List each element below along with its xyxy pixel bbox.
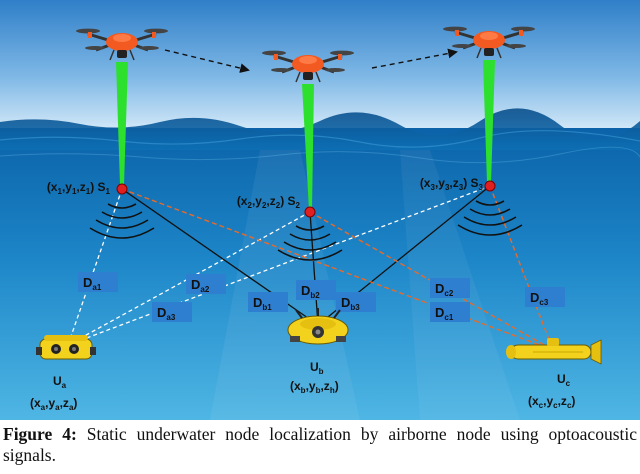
- distance-label-dc2: Dc2: [430, 278, 470, 298]
- distance-label-dc3: Dc3: [525, 287, 565, 307]
- sensor-label-3: (x3,y3,z3) S3: [420, 176, 484, 192]
- sensor-point-2: [304, 206, 316, 218]
- distance-label-da2: Da2: [186, 274, 226, 294]
- acoustic-wave-icon: [457, 200, 523, 236]
- sensor-point-3: [484, 180, 496, 192]
- underwater-vehicle-icon: [36, 335, 96, 360]
- water-surface: [0, 108, 640, 150]
- caption-label: Figure 4:: [3, 424, 77, 444]
- drone-icon: [76, 28, 168, 61]
- figure-caption: Figure 4: Static underwater node localiz…: [3, 424, 637, 466]
- node-coords-c: (xc,yc,zc): [528, 394, 575, 410]
- drone-icon: [443, 26, 535, 59]
- acoustic-wave-icon: [277, 225, 343, 261]
- distance-label-db2: Db2: [296, 280, 336, 300]
- paths-node-a: [67, 185, 491, 346]
- acoustic-wave-icon: [89, 203, 155, 239]
- distance-label-db3: Db3: [336, 292, 376, 312]
- caption-text: Static underwater node localization by a…: [3, 424, 637, 465]
- distance-label-dc1: Dc1: [430, 302, 470, 322]
- underwater-vehicle-icon: [287, 308, 349, 345]
- underwater-vehicle-icon: [506, 338, 602, 365]
- distance-label-da3: Da3: [152, 302, 192, 322]
- illustration: (x1,y1,z1) S1 (x2,y2,z2) S2 (x3,y3,z3) S…: [0, 0, 640, 420]
- sensor-label-2: (x2,y2,z2) S2: [237, 194, 301, 210]
- laser-beam-2: [302, 84, 314, 210]
- distance-label-db1: Db1: [248, 292, 288, 312]
- sensor-point-1: [116, 183, 128, 195]
- drone-icon: [262, 50, 354, 83]
- distance-label-da1: Da1: [78, 272, 118, 292]
- sensor-label-1: (x1,y1,z1) S1: [47, 180, 111, 196]
- laser-beam-1: [116, 62, 128, 185]
- laser-beam-3: [483, 60, 495, 183]
